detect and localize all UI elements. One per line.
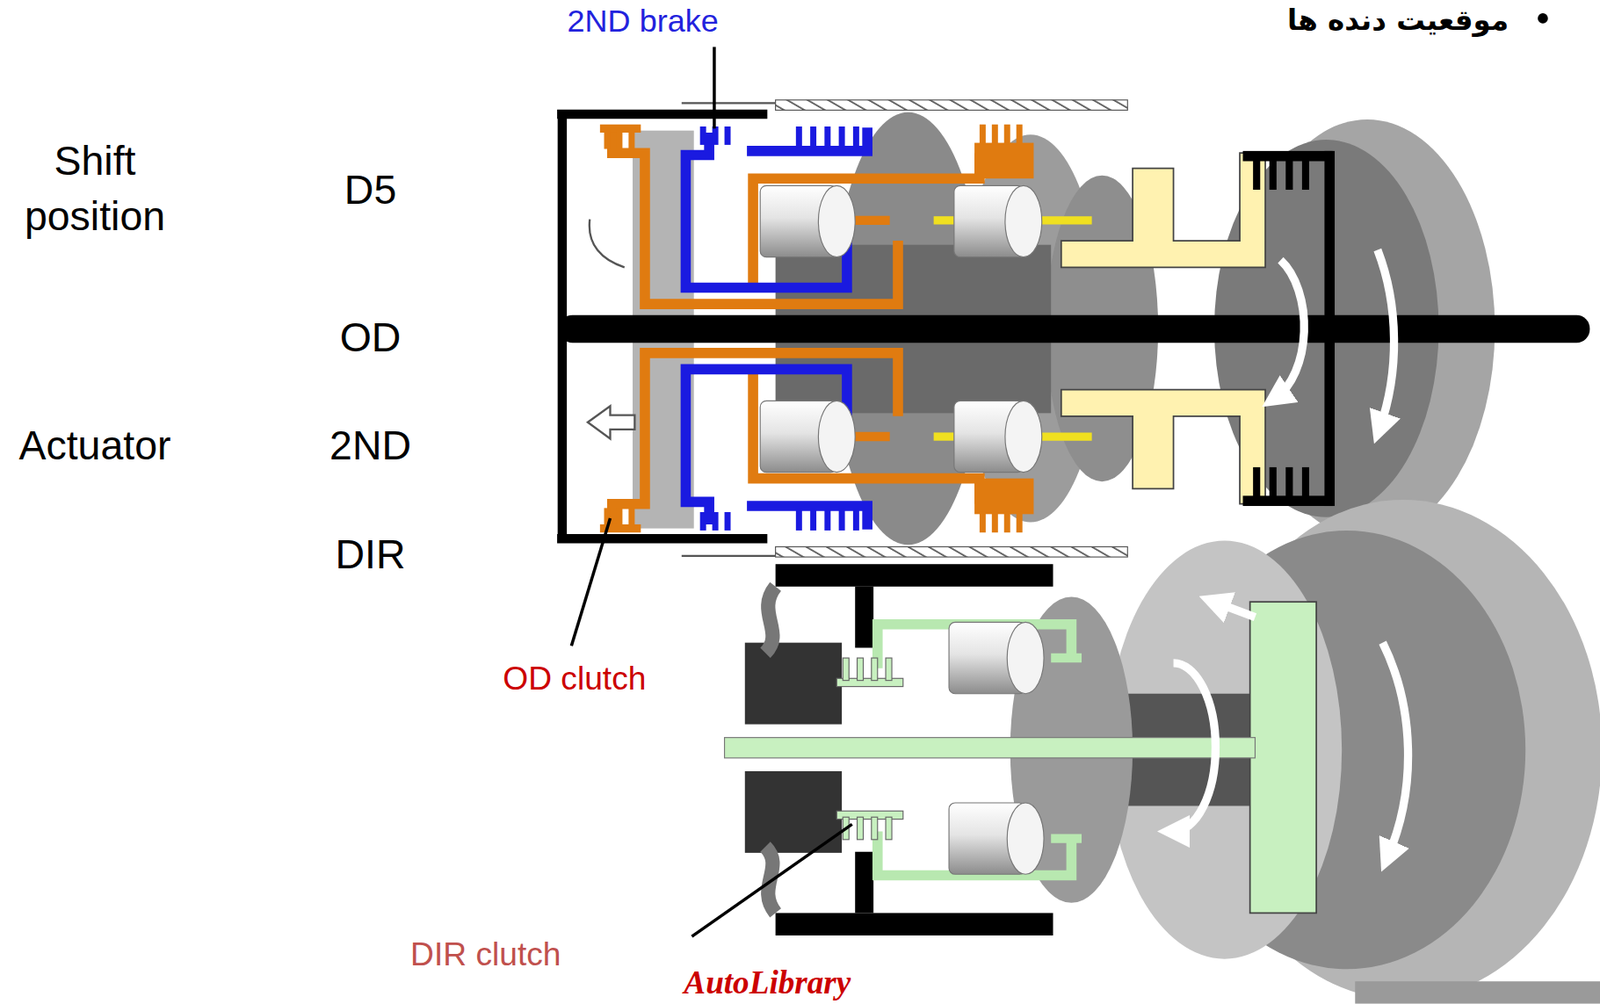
- counter-arrows: [1173, 601, 1409, 857]
- actuator-name: 2ND: [329, 421, 412, 469]
- axis-heading: Actuator: [19, 421, 172, 469]
- part-label: 2ND brake: [567, 3, 719, 40]
- part-label: OD clutch: [502, 659, 646, 698]
- dir-pinions: [948, 622, 1044, 875]
- shift-position: OD: [340, 313, 402, 361]
- leader-lines: [571, 46, 852, 937]
- rotation-arrows: [1275, 250, 1395, 429]
- part-label: DIR clutch: [410, 934, 561, 973]
- slide-title: موقعیت دنده ها: [1287, 3, 1509, 37]
- shift-position: D5: [344, 166, 397, 213]
- dir-clutch-plates: [836, 658, 903, 840]
- corner-bar: [1354, 981, 1600, 1004]
- counter-gears: [724, 499, 1600, 1000]
- watermark: AutoLibrary: [683, 963, 851, 1002]
- axis-heading: Shift position: [0, 132, 197, 246]
- housing: [557, 114, 1590, 541]
- actuator-name: DIR: [335, 530, 406, 578]
- bullet: [1537, 13, 1549, 24]
